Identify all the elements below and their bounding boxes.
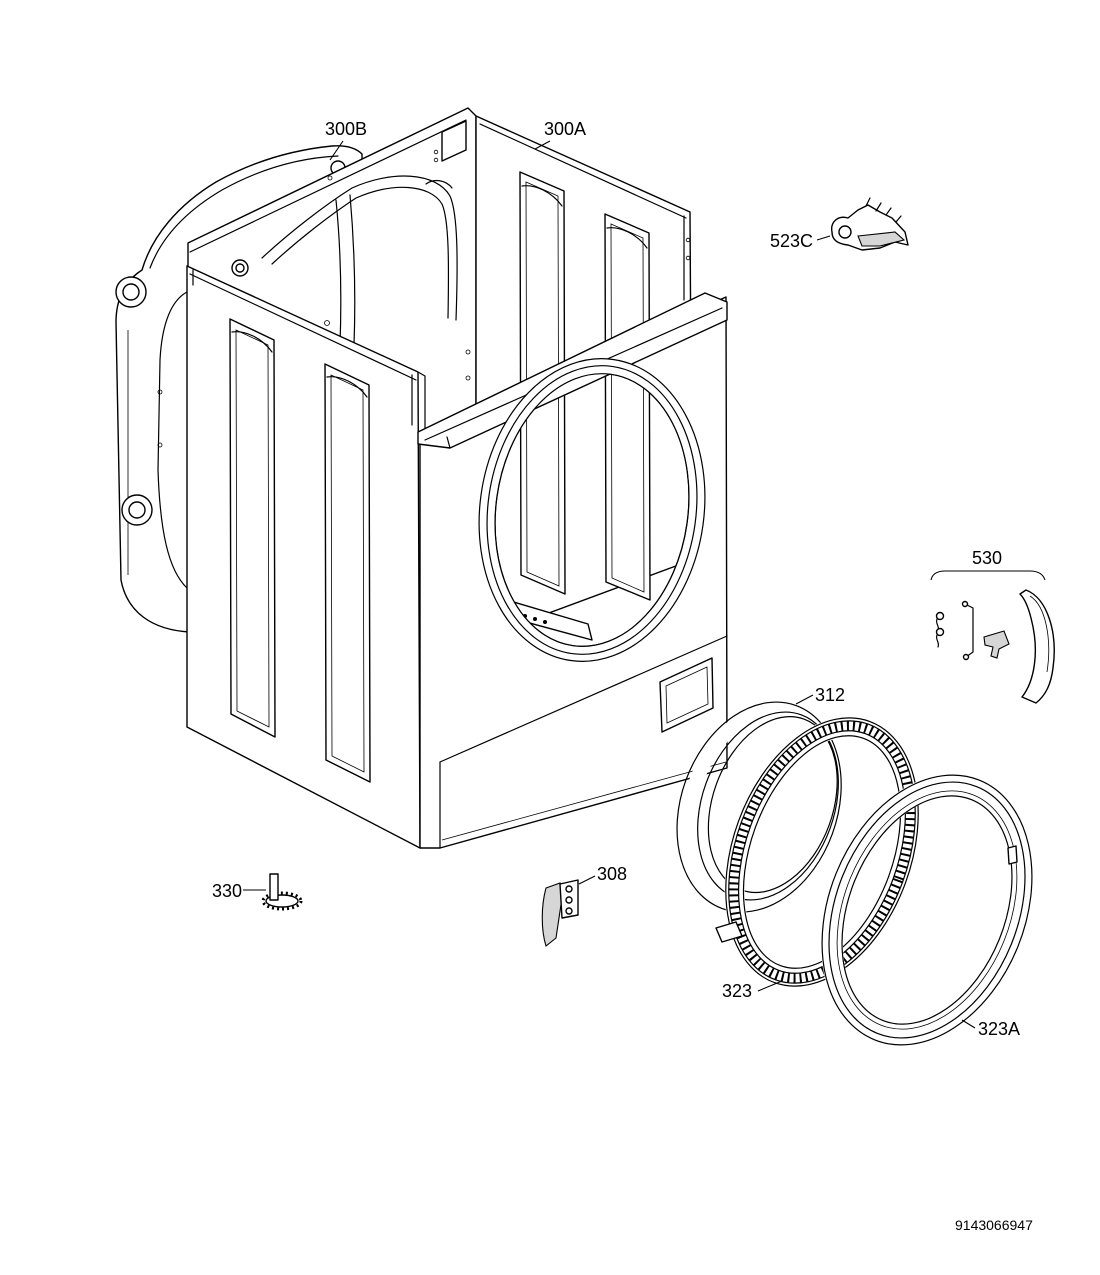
part-530-lever [983,630,1010,659]
part-308-hinge [541,879,579,947]
callout-323: 323 [722,981,752,1001]
callout-530: 530 [972,548,1002,568]
part-330-foot [261,873,303,911]
left-panel-slot [229,318,276,738]
rear-panel-label-plate [441,120,467,162]
door-ring-tab [1007,845,1018,865]
left-panel-slot [324,363,371,783]
left-side-panel [186,265,426,849]
callout-523C: 523C [770,231,813,251]
rear-duct-housing [115,145,363,633]
part-523C-clip [831,197,909,251]
part-323A-door-ring [820,774,1034,1046]
right-panel-slot [604,213,651,601]
door-opening-bezel [478,358,706,662]
part-530-spring [935,611,945,632]
callout-312: 312 [815,685,845,705]
callout-323A: 323A [978,1019,1020,1039]
callout-330: 330 [212,881,242,901]
part-530-spring [935,627,945,648]
callout-308: 308 [597,864,627,884]
group-530-bracket [930,570,1046,581]
duct-boss-lower [121,494,153,526]
duct-boss-upper [115,276,147,308]
front-service-panel [659,657,714,733]
callouts: 300B 300A 523C 530 312 330 308 323 323A [212,119,1020,1039]
front-plinth-line [439,635,728,763]
part-530-wire [961,600,974,661]
part-530-handle [1019,589,1055,704]
callout-300B: 300B [325,119,367,139]
callout-300A: 300A [544,119,586,139]
door-frame-lug [715,921,743,943]
rear-panel-screw [231,259,249,277]
group-530 [930,570,1055,704]
drawing-number: 9143066947 [955,1217,1033,1233]
part-323-door-frame [724,716,920,988]
